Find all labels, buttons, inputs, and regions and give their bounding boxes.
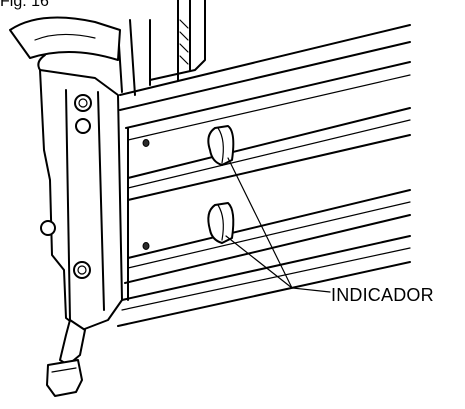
top-mechanism [9,0,206,96]
callout-leaders [225,157,331,293]
figure-label: Fig. 16 [0,0,49,10]
indicator-callout: INDICADOR [331,285,434,305]
magazine-body [117,24,411,327]
nose-assembly [37,54,123,397]
indicator-windows [142,125,235,250]
